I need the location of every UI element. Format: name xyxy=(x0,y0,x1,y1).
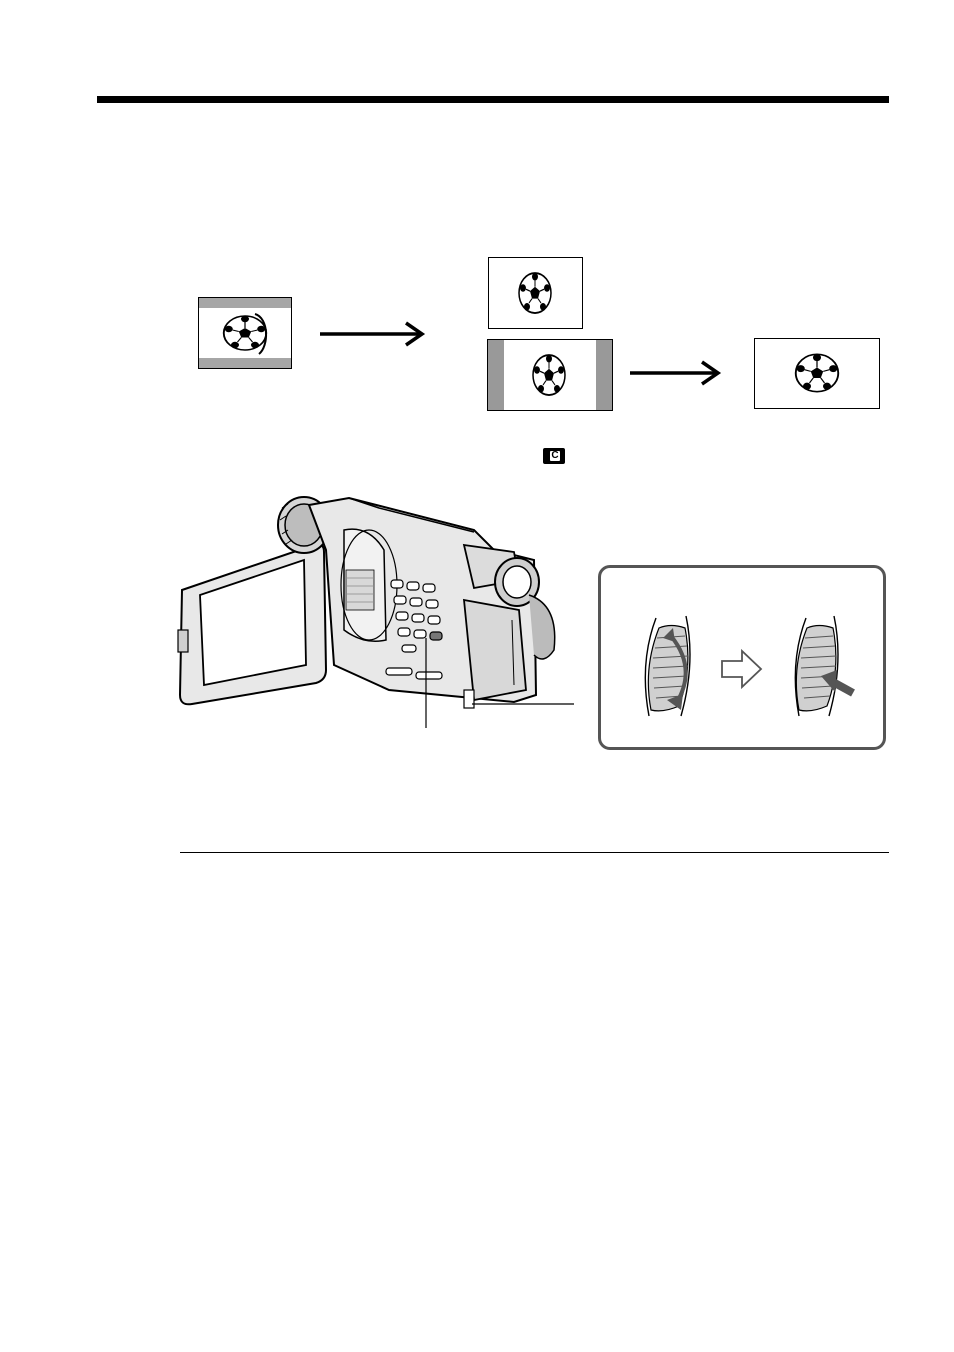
grip-strap xyxy=(464,595,555,708)
wide-tv-frame xyxy=(754,338,880,409)
turn-dial-icon xyxy=(645,616,690,716)
soccer-ball-icon xyxy=(796,354,839,392)
wide-mode-indicator-icon: C xyxy=(543,448,565,464)
pillarbox-output-frame xyxy=(487,339,613,411)
conversion-arrow-icon xyxy=(318,320,428,348)
pillarbox-bar-right xyxy=(596,340,612,410)
lcd-panel xyxy=(178,544,326,704)
next-step-arrow-icon xyxy=(722,651,761,687)
soccer-ball-icon xyxy=(224,316,267,350)
pillarbox-bar-left xyxy=(488,340,504,410)
conversion-arrow-icon xyxy=(628,359,724,387)
letterbox-bar-bottom xyxy=(199,358,291,368)
header-rule xyxy=(97,96,889,103)
soccer-ball-icon xyxy=(533,355,565,395)
normal-tv-output-frame xyxy=(488,257,583,329)
wide-source-frame xyxy=(198,297,292,369)
indicator-letter: C xyxy=(550,451,560,461)
press-dial-icon xyxy=(795,616,853,716)
letterbox-bar-top xyxy=(199,298,291,308)
camcorder-illustration xyxy=(174,490,574,735)
control-dial-inset xyxy=(598,565,886,750)
soccer-ball-icon xyxy=(519,273,551,313)
section-rule xyxy=(180,852,889,853)
